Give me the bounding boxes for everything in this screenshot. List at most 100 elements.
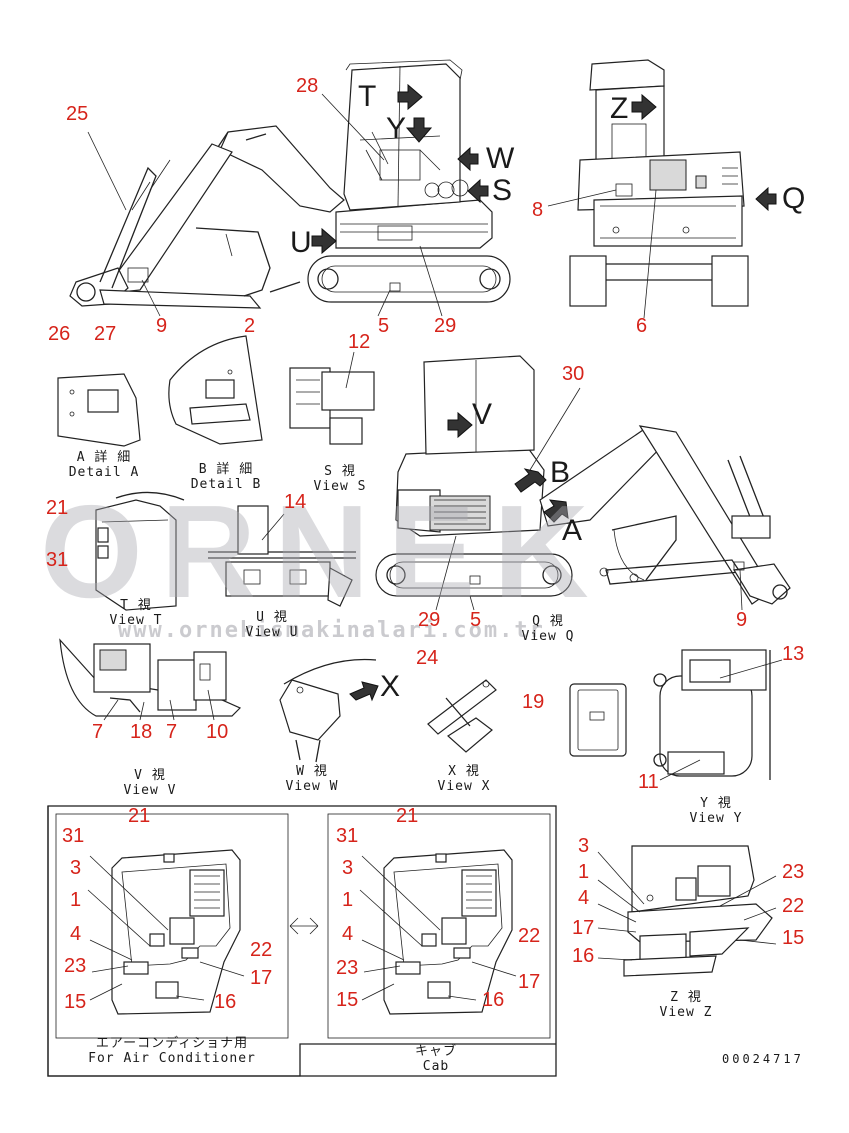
excavator-side-view bbox=[69, 59, 511, 317]
callout-13: 13 bbox=[782, 643, 805, 665]
callout-24: 24 bbox=[416, 647, 439, 669]
callout-14: 14 bbox=[284, 491, 307, 513]
callout-25: 25 bbox=[66, 103, 89, 125]
caption-view-z: Z 視 View Z bbox=[646, 990, 726, 1020]
callout-27: 27 bbox=[94, 323, 117, 345]
view-letter-z: Z bbox=[610, 92, 629, 125]
callout-3-z: 3 bbox=[578, 835, 590, 857]
callout-26: 26 bbox=[48, 323, 71, 345]
decal-19-drawing bbox=[569, 683, 627, 757]
callout-10: 10 bbox=[206, 721, 229, 743]
caption-detail-b: B 詳 細 Detail B bbox=[186, 462, 266, 492]
callout-4-z: 4 bbox=[578, 887, 590, 909]
black-arrow-icon bbox=[349, 681, 379, 702]
caption-detail-b-en: Detail B bbox=[190, 477, 262, 492]
caption-view-q-jp: Q 視 bbox=[532, 614, 564, 629]
view-letter-x: X bbox=[380, 670, 401, 703]
caption-cab: キャブ Cab bbox=[396, 1044, 476, 1074]
callout-9: 9 bbox=[156, 315, 168, 337]
callout-6: 6 bbox=[636, 315, 648, 337]
caption-view-v-jp: V 視 bbox=[134, 768, 166, 783]
callout-1-aircon: 1 bbox=[70, 889, 82, 911]
callout-22-z: 22 bbox=[782, 895, 805, 917]
callout-21-cab: 21 bbox=[396, 805, 419, 827]
callout-3-cab: 3 bbox=[342, 857, 354, 879]
callout-17-cab: 17 bbox=[518, 971, 541, 993]
view-z-drawing bbox=[597, 845, 777, 977]
view-letter-w: W bbox=[486, 142, 515, 175]
view-letter-q: Q bbox=[782, 182, 806, 215]
watermark-logo: ORNEK bbox=[40, 478, 607, 625]
caption-view-v-en: View V bbox=[123, 783, 177, 798]
caption-view-x: X 視 View X bbox=[424, 764, 504, 794]
caption-view-z-en: View Z bbox=[659, 1005, 713, 1020]
view-letter-v: V bbox=[472, 398, 493, 431]
caption-view-w: W 視 View W bbox=[272, 764, 352, 794]
document-number: 00024717 bbox=[722, 1052, 804, 1066]
callout-7b: 7 bbox=[166, 721, 178, 743]
caption-detail-b-jp: B 詳 細 bbox=[198, 462, 254, 477]
view-u-drawing bbox=[208, 505, 356, 607]
callout-18: 18 bbox=[130, 721, 153, 743]
double-arrow-icon bbox=[289, 917, 319, 935]
callout-8: 8 bbox=[532, 199, 544, 221]
caption-detail-a-en: Detail A bbox=[68, 465, 140, 480]
callout-29: 29 bbox=[434, 315, 457, 337]
view-t-drawing bbox=[95, 491, 185, 611]
caption-view-y-jp: Y 視 bbox=[700, 796, 732, 811]
caption-view-q: Q 視 View Q bbox=[508, 614, 588, 644]
caption-view-t: T 視 View T bbox=[96, 598, 176, 628]
caption-view-u-en: View U bbox=[245, 625, 299, 640]
callout-31: 31 bbox=[46, 549, 69, 571]
callout-16-z: 16 bbox=[572, 945, 595, 967]
callout-23-cab: 23 bbox=[336, 957, 359, 979]
caption-detail-a: A 詳 細 Detail A bbox=[64, 450, 144, 480]
black-arrow-icon bbox=[447, 411, 569, 523]
caption-cab-en: Cab bbox=[422, 1059, 450, 1074]
view-letter-t: T bbox=[358, 80, 377, 113]
caption-aircon: エアーコンディショナ用 For Air Conditioner bbox=[64, 1036, 280, 1066]
callout-29-q: 29 bbox=[418, 609, 441, 631]
excavator-rear-view bbox=[547, 59, 749, 319]
callout-3-aircon: 3 bbox=[70, 857, 82, 879]
callout-15-cab: 15 bbox=[336, 989, 359, 1011]
caption-aircon-en: For Air Conditioner bbox=[88, 1051, 256, 1066]
watermark-url: www.ornekismakinalari.com.tr bbox=[118, 618, 545, 643]
callout-21: 21 bbox=[46, 497, 69, 519]
callout-7: 7 bbox=[92, 721, 104, 743]
callout-9-q: 9 bbox=[736, 609, 748, 631]
callout-22-aircon: 22 bbox=[250, 939, 273, 961]
caption-detail-a-jp: A 詳 細 bbox=[76, 450, 132, 465]
caption-view-w-jp: W 視 bbox=[296, 764, 328, 779]
caption-view-u-jp: U 視 bbox=[256, 610, 288, 625]
callout-2: 2 bbox=[244, 315, 256, 337]
callout-21-aircon: 21 bbox=[128, 805, 151, 827]
view-letter-u: U bbox=[290, 226, 312, 259]
caption-view-s: S 視 View S bbox=[300, 464, 380, 494]
aircon-panel-drawing bbox=[87, 849, 245, 1015]
view-w-drawing bbox=[279, 658, 377, 763]
callout-17-aircon: 17 bbox=[250, 967, 273, 989]
callout-31-cab: 31 bbox=[336, 825, 359, 847]
callout-30: 30 bbox=[562, 363, 585, 385]
detail-a-drawing bbox=[57, 373, 141, 447]
callout-17-z: 17 bbox=[572, 917, 595, 939]
callout-22-cab: 22 bbox=[518, 925, 541, 947]
caption-view-s-en: View S bbox=[313, 479, 367, 494]
black-arrow-icon bbox=[631, 93, 777, 212]
view-letter-b: B bbox=[550, 456, 571, 489]
caption-view-x-en: View X bbox=[437, 779, 491, 794]
caption-view-u: U 視 View U bbox=[232, 610, 312, 640]
caption-view-x-jp: X 視 bbox=[448, 764, 480, 779]
caption-view-y-en: View Y bbox=[689, 811, 743, 826]
caption-view-v: V 視 View V bbox=[110, 768, 190, 798]
callout-23-z: 23 bbox=[782, 861, 805, 883]
callout-4-cab: 4 bbox=[342, 923, 354, 945]
view-letter-s: S bbox=[492, 174, 513, 207]
callout-11: 11 bbox=[638, 771, 659, 793]
callout-1-z: 1 bbox=[578, 861, 590, 883]
view-x-drawing bbox=[427, 679, 497, 753]
callout-15-aircon: 15 bbox=[64, 991, 87, 1013]
callout-23-aircon: 23 bbox=[64, 955, 87, 977]
